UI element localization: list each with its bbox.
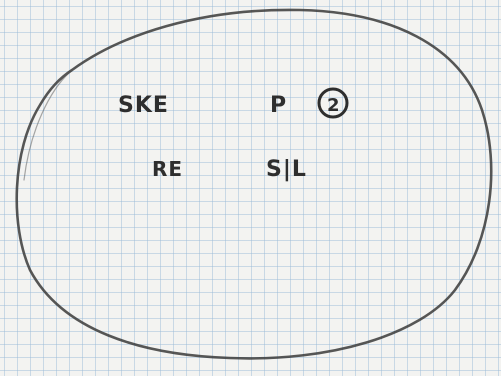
circled-mark-ring bbox=[317, 87, 349, 119]
circled-mark: 2 bbox=[327, 95, 341, 116]
sketch-word-4: S|L bbox=[266, 157, 307, 182]
sketch-outline bbox=[15, 8, 493, 360]
sketch-word-1: SKE bbox=[118, 93, 169, 118]
sketch-outline-restroke bbox=[23, 71, 71, 181]
sketch-word-2: P bbox=[270, 93, 287, 118]
sketch-word-3: RE bbox=[152, 157, 183, 181]
